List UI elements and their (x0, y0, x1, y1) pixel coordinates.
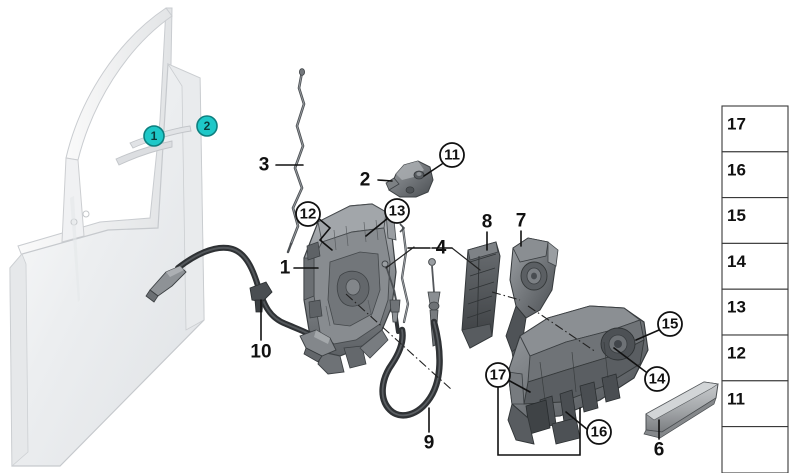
legend-number-15: 15 (727, 206, 746, 225)
circled-callouts: 11 12 13 15 14 17 16 (295, 142, 683, 445)
callout-16: 16 (586, 419, 612, 445)
callout-4: 4 (436, 238, 447, 259)
callout-9: 9 (424, 433, 435, 454)
legend-panel: 17 16 15 14 13 12 11 (721, 105, 789, 473)
bowden-cable-artwork (379, 260, 443, 419)
svg-text:13: 13 (389, 203, 406, 220)
callout-7: 7 (516, 211, 527, 232)
svg-text:16: 16 (591, 424, 608, 441)
svg-text:1: 1 (151, 129, 158, 143)
callout-2: 2 (360, 170, 371, 191)
door-lock-catch-artwork (385, 160, 434, 198)
legend-number-11: 11 (727, 389, 745, 408)
callout-13: 13 (384, 198, 410, 224)
handle-carrier-bracket-artwork (461, 241, 501, 349)
callout-1: 1 (280, 258, 291, 279)
handle-trim-cover-artwork (643, 381, 719, 439)
svg-text:2: 2 (204, 119, 211, 133)
svg-text:15: 15 (662, 316, 679, 333)
callout-3: 3 (259, 155, 270, 176)
legend-cell-17[interactable] (721, 105, 789, 153)
svg-text:11: 11 (444, 147, 460, 164)
legend-cell-14[interactable] (721, 242, 789, 290)
exterior-handle-assembly-artwork (507, 305, 649, 445)
handle-base-support-artwork (505, 237, 559, 367)
callout-8: 8 (482, 212, 493, 233)
legend-cell-13[interactable] (721, 288, 789, 336)
callout-14: 14 (644, 366, 670, 392)
legend-number-12: 12 (727, 344, 746, 363)
callout-17: 17 (485, 362, 511, 388)
assembly-axis-lines (345, 291, 597, 391)
highlight-1: 1 (143, 125, 165, 147)
legend-number-13: 13 (727, 298, 746, 317)
legend-number-14: 14 (727, 252, 746, 271)
svg-text:14: 14 (649, 371, 666, 388)
legend-cell-extra[interactable] (721, 426, 789, 473)
leader-lines (260, 163, 660, 456)
callout-10: 10 (250, 342, 271, 363)
legend-cell-12[interactable] (721, 334, 789, 382)
callout-11: 11 (439, 142, 465, 168)
legend-cell-16[interactable] (721, 151, 789, 199)
svg-text:12: 12 (300, 206, 317, 223)
plain-callouts: 3 2 1 4 8 7 10 9 6 (250, 155, 664, 461)
callout-6: 6 (654, 440, 665, 461)
svg-text:17: 17 (490, 367, 507, 384)
legend-number-17: 17 (727, 115, 746, 134)
front-door-panel-artwork (9, 7, 205, 467)
legend-number-16: 16 (727, 160, 746, 179)
callout-15: 15 (657, 311, 683, 337)
highlight-2: 2 (196, 115, 218, 137)
callout-12: 12 (295, 201, 321, 227)
highlight-markers[interactable]: 1 2 (143, 115, 218, 147)
